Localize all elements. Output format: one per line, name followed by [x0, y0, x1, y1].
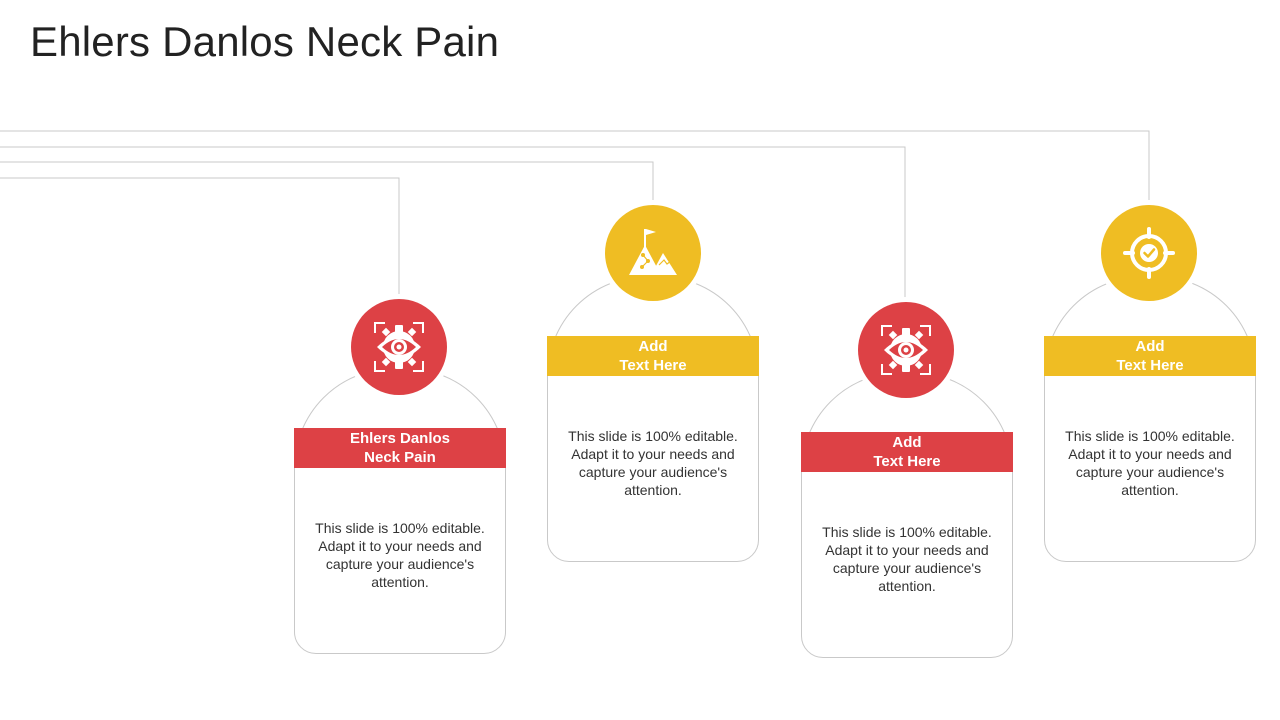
step-heading-line1: Add — [1135, 338, 1165, 355]
step-card-1: Ehlers Danlos Neck Pain This slide is 10… — [294, 368, 506, 654]
step-banner-1: Ehlers Danlos Neck Pain — [294, 428, 506, 468]
step-heading-line1: Ehlers Danlos — [349, 430, 451, 447]
step-heading-line1: Add — [638, 338, 668, 355]
step-heading-line2: Text Here — [1116, 357, 1184, 374]
eye-gear-icon — [374, 322, 424, 372]
connector-line-3 — [0, 146, 906, 302]
step-heading-line2: Text Here — [619, 357, 687, 374]
connector-line-4 — [0, 130, 1150, 206]
step-card-3: Add Text Here This slide is 100% editabl… — [801, 372, 1013, 658]
step-card-4: Add Text Here This slide is 100% editabl… — [1044, 276, 1256, 562]
mountain-flag-icon — [629, 229, 677, 275]
step-description: This slide is 100% editable. Adapt it to… — [315, 520, 485, 590]
step-heading-line2: Neck Pain — [364, 449, 436, 466]
target-check-icon — [1123, 227, 1175, 279]
step-description: This slide is 100% editable. Adapt it to… — [568, 428, 738, 498]
step-icon-circle-3 — [858, 302, 954, 398]
connector-line-1 — [0, 177, 400, 300]
step-banner-3: Add Text Here — [801, 432, 1013, 472]
step-banner-4: Add Text Here — [1044, 336, 1256, 376]
step-icon-circle-2 — [605, 205, 701, 301]
page-title: Ehlers Danlos Neck Pain — [30, 18, 500, 65]
step-description: This slide is 100% editable. Adapt it to… — [822, 524, 992, 594]
step-card-2: Add Text Here This slide is 100% editabl… — [547, 276, 759, 562]
step-banner-2: Add Text Here — [547, 336, 759, 376]
step-heading-line2: Text Here — [873, 453, 941, 470]
step-icon-circle-1 — [351, 299, 447, 395]
step-heading-line1: Add — [892, 434, 922, 451]
connector-line-2 — [0, 161, 654, 206]
step-description: This slide is 100% editable. Adapt it to… — [1065, 428, 1235, 498]
eye-gear-icon — [881, 325, 931, 375]
step-icon-circle-4 — [1101, 205, 1197, 301]
